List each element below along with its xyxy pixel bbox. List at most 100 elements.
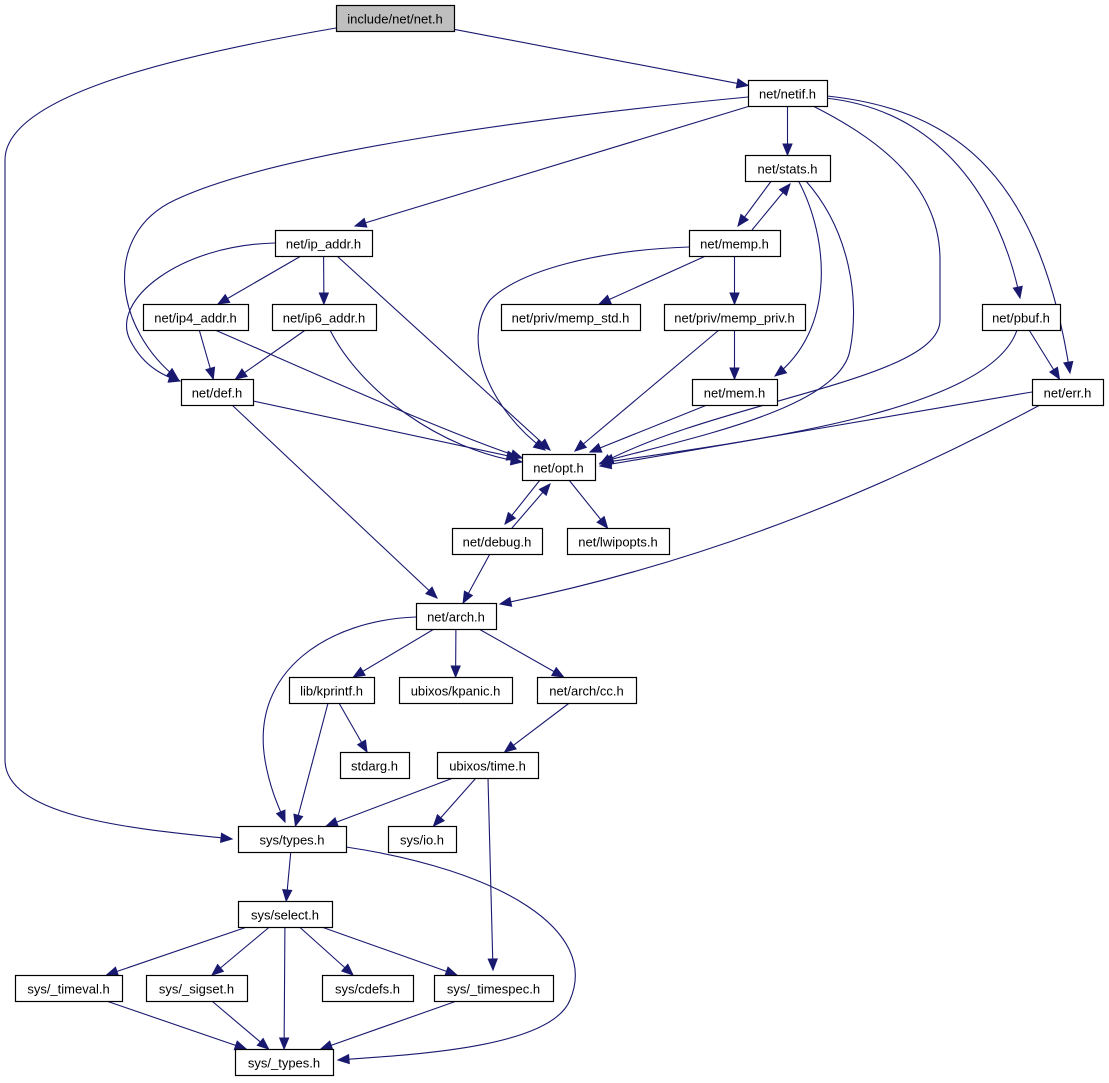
- node-box: [145, 974, 249, 1003]
- node-kprintf[interactable]: lib/kprintf.h: [288, 676, 376, 705]
- edge-line: [599, 255, 706, 305]
- arrowhead-icon: [282, 889, 293, 903]
- node-label: ubixos/time.h: [449, 759, 526, 774]
- node-debug[interactable]: net/debug.h: [451, 527, 544, 556]
- node-box: [288, 676, 376, 705]
- edge-select-to-sigset: [211, 926, 270, 976]
- edge-line: [337, 846, 576, 1061]
- node-label: net/arch.h: [427, 610, 485, 625]
- node-box: [521, 453, 597, 482]
- arrowhead-icon: [498, 596, 513, 607]
- node-def[interactable]: net/def.h: [180, 378, 255, 407]
- edge-memp_priv-to-opt: [573, 329, 720, 452]
- edge-line: [126, 242, 276, 382]
- node-label: sys/_timespec.h: [447, 982, 540, 997]
- node-err[interactable]: net/err.h: [1031, 378, 1105, 407]
- edge-line: [4, 27, 337, 840]
- edge-arch-to-kpanic: [450, 628, 461, 679]
- node-box: [433, 974, 555, 1003]
- node-stats[interactable]: net/stats.h: [744, 154, 832, 183]
- node-cdefs[interactable]: sys/cdefs.h: [321, 974, 415, 1003]
- edge-ip6_addr-to-opt: [329, 329, 524, 466]
- edge-select-to-timeval: [105, 926, 248, 977]
- node-io[interactable]: sys/io.h: [387, 825, 458, 854]
- node-box: [398, 676, 514, 705]
- node-ip-addr[interactable]: net/ip_addr.h: [274, 229, 374, 258]
- node-timespec[interactable]: sys/_timespec.h: [433, 974, 555, 1003]
- edge-def-to-opt: [252, 400, 520, 461]
- node-box: [663, 303, 807, 332]
- node-net-h[interactable]: include/net/net.h: [335, 4, 456, 33]
- node-time[interactable]: ubixos/time.h: [436, 751, 540, 780]
- node-memp-priv[interactable]: net/priv/memp_priv.h: [663, 303, 807, 332]
- node-label: net/arch/cc.h: [549, 684, 623, 699]
- edge-ip4_addr-to-opt: [214, 329, 524, 460]
- edge-memp-to-opt: [477, 246, 690, 451]
- edge-kprintf-to-types: [293, 702, 329, 828]
- arrowhead-icon: [782, 143, 793, 157]
- node-opt[interactable]: net/opt.h: [521, 453, 597, 482]
- node-pbuf[interactable]: net/pbuf.h: [981, 303, 1062, 332]
- edge-line: [123, 96, 749, 380]
- edge-ip_addr-to-opt: [336, 255, 551, 451]
- edge-memp-to-stats: [751, 182, 791, 231]
- node-label: net/priv/memp_std.h: [512, 311, 630, 326]
- node-memp[interactable]: net/memp.h: [688, 229, 782, 258]
- node-kpanic[interactable]: ubixos/kpanic.h: [398, 676, 514, 705]
- edge-timespec-to-_types: [319, 1000, 457, 1051]
- arrowhead-icon: [205, 366, 216, 381]
- node-types[interactable]: sys/types.h: [237, 825, 348, 854]
- node-stdarg[interactable]: stdarg.h: [339, 751, 411, 780]
- arrowhead-icon: [735, 78, 750, 89]
- edge-timeval-to-_types: [106, 1000, 248, 1051]
- node-arch[interactable]: net/arch.h: [415, 602, 498, 631]
- node-select[interactable]: sys/select.h: [237, 900, 334, 929]
- node-ip4-addr[interactable]: net/ip4_addr.h: [142, 303, 250, 332]
- arrowhead-icon: [425, 586, 438, 599]
- arrowhead-icon: [352, 666, 366, 678]
- edge-ip_addr-to-def: [126, 242, 276, 383]
- edge-netif-to-stats: [782, 106, 793, 157]
- edge-line: [478, 628, 564, 678]
- edge-netif-to-pbuf: [824, 97, 1023, 300]
- arrowhead-icon: [336, 1053, 350, 1065]
- node-memp-std[interactable]: net/priv/memp_std.h: [500, 303, 642, 332]
- node-ip6-addr[interactable]: net/ip6_addr.h: [271, 303, 378, 332]
- node-box: [339, 751, 411, 780]
- arrowhead-icon: [1012, 285, 1023, 300]
- edge-line: [354, 105, 751, 227]
- arrowhead-icon: [487, 958, 498, 972]
- node-box: [1031, 378, 1105, 407]
- edge-line: [214, 329, 523, 459]
- node-mem[interactable]: net/mem.h: [691, 378, 779, 407]
- arrowhead-icon: [340, 963, 354, 976]
- edge-line: [499, 404, 1041, 605]
- edge-line: [252, 400, 519, 459]
- edge-select-to-timespec: [321, 926, 459, 977]
- node-sigset[interactable]: sys/_sigset.h: [145, 974, 249, 1003]
- arrowhead-icon: [598, 458, 613, 470]
- node-box: [237, 825, 348, 854]
- arrowhead-icon: [105, 966, 120, 977]
- arrowhead-icon: [444, 966, 459, 977]
- edge-line: [211, 926, 270, 976]
- arrowhead-icon: [278, 1037, 290, 1051]
- node-box: [566, 527, 671, 556]
- node-box: [321, 974, 415, 1003]
- node-label: include/net/net.h: [347, 12, 442, 27]
- node-label: net/priv/memp_priv.h: [674, 311, 794, 326]
- node-lwipopts[interactable]: net/lwipopts.h: [566, 527, 671, 556]
- node-netif[interactable]: net/netif.h: [747, 79, 829, 108]
- node-types[interactable]: sys/_types.h: [234, 1048, 335, 1077]
- node-label: net/ip_addr.h: [286, 237, 361, 252]
- edge-ip_addr-to-ip6_addr: [318, 255, 330, 306]
- edge-line: [599, 391, 1033, 467]
- arrowhead-icon: [729, 292, 740, 306]
- arrowhead-icon: [588, 442, 603, 453]
- node-timeval[interactable]: sys/_timeval.h: [14, 974, 124, 1003]
- node-box: [691, 378, 779, 407]
- node-cc[interactable]: net/arch/cc.h: [536, 676, 638, 705]
- node-label: sys/_timeval.h: [27, 982, 109, 997]
- node-label: net/mem.h: [704, 386, 765, 401]
